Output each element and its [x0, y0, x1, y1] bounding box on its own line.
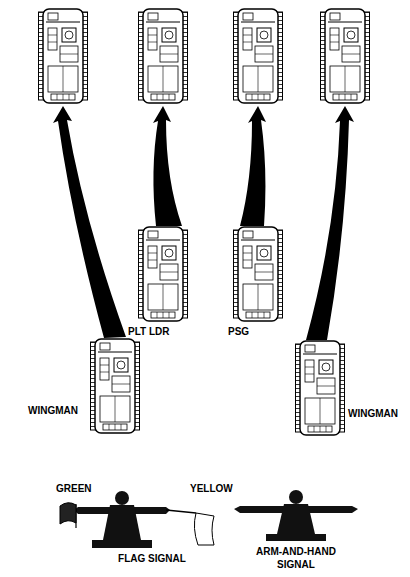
- arm-and-hand-figure: [234, 490, 358, 541]
- vehicle-icon: [39, 9, 88, 103]
- vehicle-icon: [296, 341, 345, 435]
- movement-arrow: [153, 106, 182, 226]
- movement-arrow: [53, 106, 126, 338]
- vehicle-label: PLT LDR: [128, 325, 169, 338]
- vehicle-icon: [234, 9, 283, 103]
- movement-arrow: [306, 106, 354, 340]
- vehicle-label: WINGMAN: [348, 407, 398, 420]
- signal-label: ARM-AND-HAND SIGNAL: [248, 545, 344, 571]
- signal-label: GREEN: [56, 482, 92, 495]
- vehicle-icon: [234, 227, 283, 321]
- vehicle-icon: [321, 9, 370, 103]
- vehicle-icon: [91, 339, 140, 433]
- flag-signal-figure: [60, 491, 214, 548]
- vehicle-label: WINGMAN: [28, 404, 78, 417]
- vehicle-icon: [139, 227, 188, 321]
- vehicle-label: PSG: [228, 325, 249, 338]
- signal-label: YELLOW: [190, 482, 233, 495]
- vehicle-icon: [139, 9, 188, 103]
- signal-label: FLAG SIGNAL: [118, 552, 186, 565]
- movement-arrow: [240, 106, 266, 226]
